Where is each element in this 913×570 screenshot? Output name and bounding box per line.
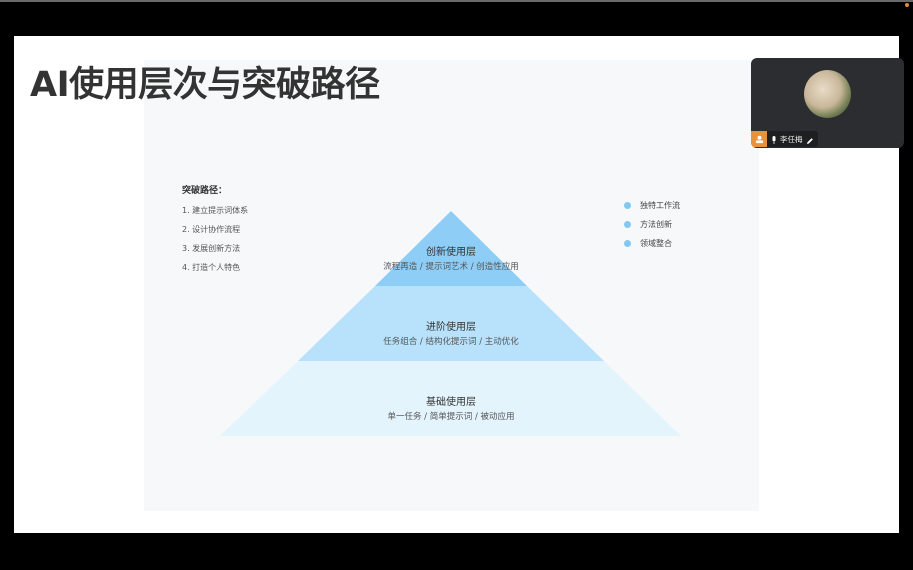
slide-title: AI使用层次与突破路径 <box>30 65 380 105</box>
participant-avatar <box>804 70 851 118</box>
pyramid-layer-top <box>375 211 527 286</box>
legend-item: 独特工作流 <box>624 196 680 215</box>
pyramid-shapes <box>220 211 681 436</box>
breakthrough-path-list: 突破路径： 1. 建立提示词体系 2. 设计协作流程 3. 发展创新方法 4. … <box>182 183 248 281</box>
pyramid-layer-bottom <box>220 361 681 436</box>
recording-indicator-icon <box>905 3 909 7</box>
legend-item: 领域整合 <box>624 234 680 253</box>
edit-pencil-icon[interactable] <box>806 130 814 149</box>
microphone-icon[interactable] <box>771 130 777 149</box>
pyramid-layer-basic: 基础使用层 单一任务 / 简单提示词 / 被动应用 <box>387 397 515 422</box>
pyramid-layer-advanced: 进阶使用层 任务组合 / 结构化提示词 / 主动优化 <box>383 322 519 347</box>
bullet-dot-icon <box>624 221 631 228</box>
participant-name: 李任梅 <box>780 134 803 144</box>
user-icon <box>751 131 767 147</box>
pyramid-layer-middle <box>298 286 604 361</box>
path-item: 3. 发展创新方法 <box>182 244 241 253</box>
bullet-dot-icon <box>624 240 631 247</box>
legend-item: 方法创新 <box>624 215 680 234</box>
path-item: 2. 设计协作流程 <box>182 225 241 234</box>
legend: 独特工作流 方法创新 领域整合 <box>624 196 680 253</box>
participant-video-tile[interactable]: 李任梅 <box>751 58 904 148</box>
participant-name-bar: 李任梅 <box>751 131 818 147</box>
breakthrough-path-title: 突破路径： <box>182 186 228 196</box>
window-top-border <box>0 0 913 2</box>
bullet-dot-icon <box>624 202 631 209</box>
pyramid-layer-innovation: 创新使用层 流程再造 / 提示词艺术 / 创造性应用 <box>383 247 519 272</box>
path-item: 1. 建立提示词体系 <box>182 206 249 215</box>
path-item: 4. 打造个人特色 <box>182 263 241 272</box>
